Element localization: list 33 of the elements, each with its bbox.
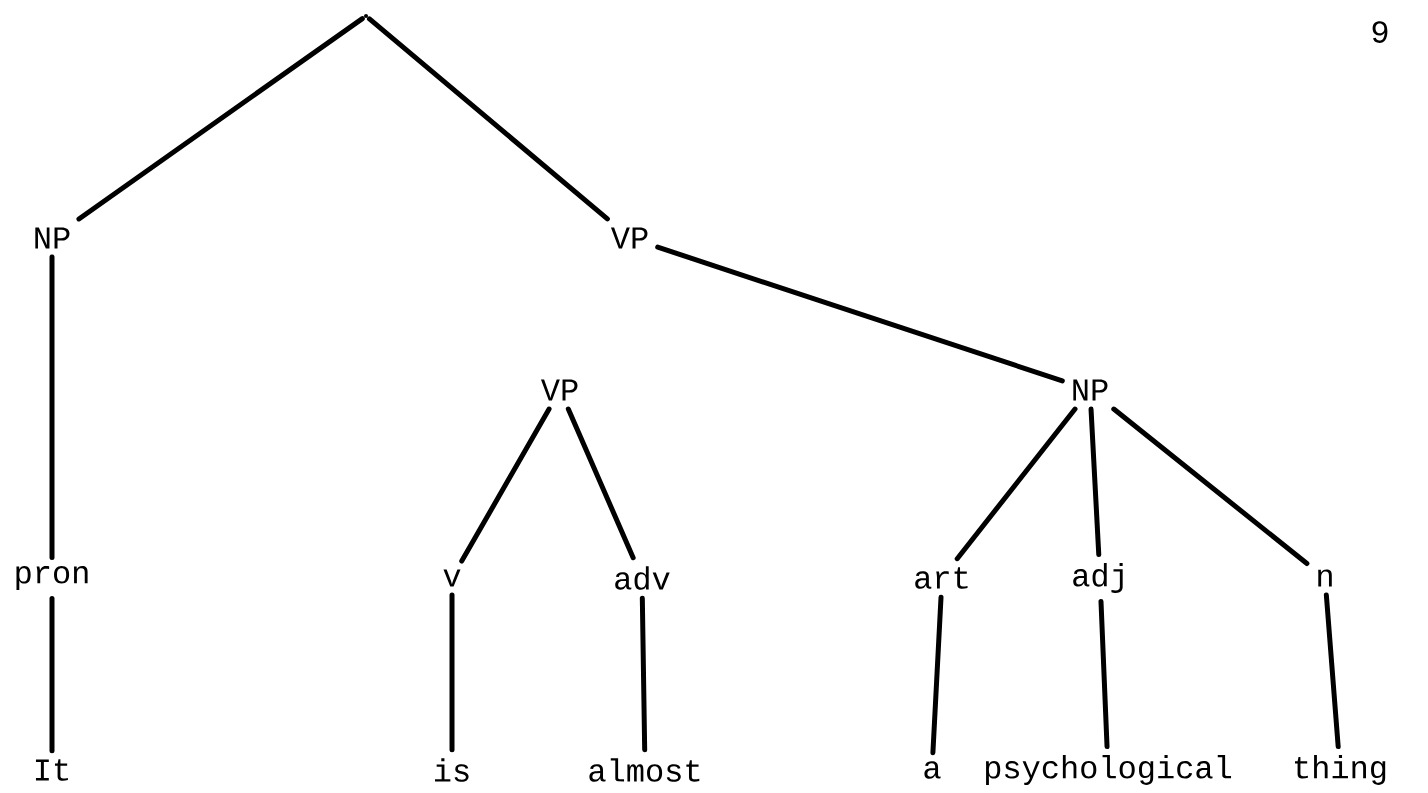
tree-branch [655, 244, 1065, 384]
tree-branch [1111, 406, 1310, 567]
page-number: 9 [1372, 21, 1388, 43]
tree-branch [49, 595, 55, 754]
word-label: psychological [986, 755, 1232, 785]
category-label: pron [16, 566, 88, 590]
category-label: adj [1073, 563, 1123, 593]
category-label: adv [615, 566, 670, 590]
category-label: NP [1073, 379, 1108, 401]
category-label: VP [540, 379, 578, 401]
category-label: n [1318, 569, 1332, 587]
word-label: almost [589, 758, 700, 782]
tree-branch [49, 254, 55, 561]
junction-point [364, 14, 368, 18]
category-label: NP [35, 227, 70, 249]
word-label: thing [1295, 755, 1386, 785]
word-label: It [35, 759, 68, 781]
category-label: art [915, 567, 968, 589]
tree-branch [1088, 406, 1102, 558]
category-label: VP [610, 227, 648, 249]
word-label: a [924, 761, 941, 779]
category-label: v [443, 569, 461, 587]
tree-branch [76, 16, 365, 222]
tree-branch [565, 406, 636, 561]
tree-branch [449, 592, 455, 753]
word-label: is [435, 758, 469, 782]
tree-branch [1098, 598, 1110, 750]
tree-branch [459, 406, 552, 564]
tree-branch [954, 406, 1078, 562]
tree-branch [639, 595, 648, 753]
tree-branch [366, 16, 610, 222]
tree-branch [930, 594, 944, 756]
tree-branch [1323, 592, 1341, 750]
